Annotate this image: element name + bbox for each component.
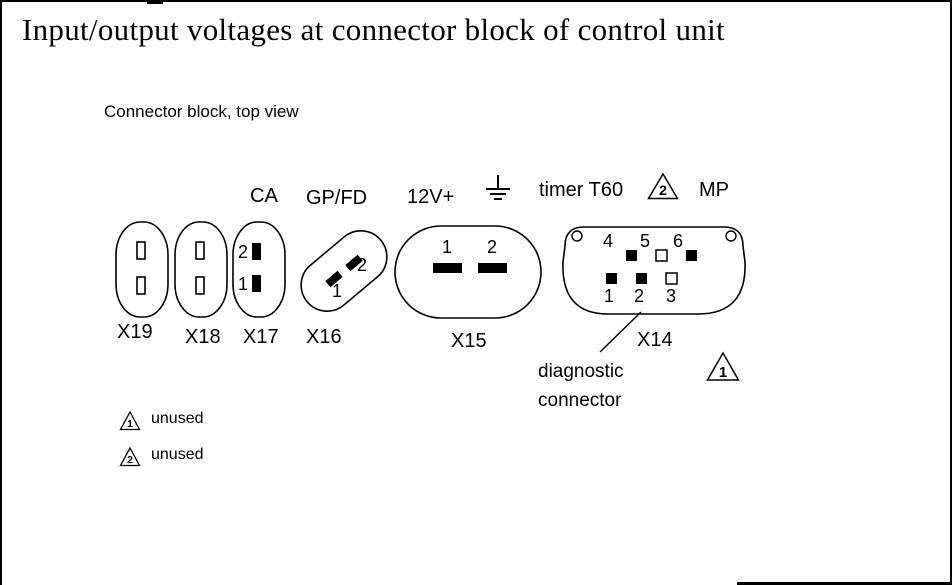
x14-pin-6-number: 6 <box>673 231 683 251</box>
connector-x16-outline <box>300 230 388 312</box>
x17-pin-2-number: 2 <box>238 242 248 262</box>
legend-item-2-text: unused <box>151 446 204 463</box>
warning-triangle-1-icon <box>706 351 740 381</box>
label-x19: X19 <box>117 321 153 343</box>
legend-item-1-text: unused <box>151 410 204 427</box>
connector-x14-outline <box>562 226 746 315</box>
connector-x18-outline <box>174 221 228 318</box>
x16-pin-2-number: 2 <box>357 255 367 275</box>
connector-x19-outline <box>115 221 169 318</box>
diagnostic-callout-line2: connector <box>538 390 622 411</box>
ground-icon <box>486 175 510 200</box>
diagnostic-callout-line1: diagnostic <box>538 361 624 382</box>
label-timer-t60: timer T60 <box>539 179 624 201</box>
label-x18: X18 <box>185 326 221 348</box>
label-mp: MP <box>699 179 729 201</box>
connector-x15-outline <box>394 225 542 319</box>
x14-mounting-hole-left <box>571 230 583 242</box>
x14-pin-3 <box>665 272 678 285</box>
x14-pin-5-number: 5 <box>640 231 650 251</box>
diagram-caption: Connector block, top view <box>104 102 299 121</box>
legend-triangle-1-number: 1 <box>127 418 133 430</box>
label-x17: X17 <box>243 326 279 348</box>
label-x16: X16 <box>306 326 342 348</box>
x14-pin-3-number: 3 <box>666 286 676 306</box>
connector-x17-outline <box>232 221 286 318</box>
x18-pin-bottom <box>195 276 205 295</box>
page-title: Input/output voltages at connector block… <box>22 12 725 47</box>
border-bottom-right <box>737 582 952 585</box>
border-top <box>0 0 952 2</box>
x19-pin-bottom <box>136 276 146 295</box>
x15-pin-1-number: 1 <box>442 237 452 257</box>
x15-pin-2-number: 2 <box>487 237 497 257</box>
diagnostic-leader-line <box>599 311 642 353</box>
warning-triangle-2-icon <box>647 172 679 200</box>
x18-pin-top <box>195 241 205 260</box>
x15-pin-1 <box>433 263 462 273</box>
border-top-blob <box>147 0 163 4</box>
x16-pin-1 <box>325 270 343 288</box>
x14-mounting-hole-right <box>725 230 737 242</box>
x14-pin-2-number: 2 <box>634 286 644 306</box>
warning-triangle-2-number: 2 <box>659 182 667 198</box>
diagnostic-connector-callout: diagnostic connector <box>538 357 624 415</box>
x14-pin-1-number: 1 <box>604 286 614 306</box>
label-ca: CA <box>250 185 278 207</box>
label-gp-fd: GP/FD <box>306 187 368 209</box>
x14-pin-1 <box>606 273 617 284</box>
label-x15: X15 <box>451 330 487 352</box>
x15-pin-2 <box>478 263 507 273</box>
x17-pin-2 <box>252 243 261 260</box>
warning-triangle-1-number: 1 <box>719 364 727 381</box>
x14-pin-4 <box>626 250 637 261</box>
x16-pin-2 <box>345 254 363 272</box>
label-12v: 12V+ <box>407 186 455 208</box>
x19-pin-top <box>136 241 146 260</box>
x16-pin-1-number: 1 <box>332 281 342 301</box>
border-right <box>950 0 952 585</box>
legend-triangle-1-icon <box>119 410 141 431</box>
x14-pin-4-number: 4 <box>603 231 613 251</box>
x17-pin-1 <box>252 275 261 292</box>
x17-pin-1-number: 1 <box>238 274 248 294</box>
x14-pin-5 <box>655 249 668 262</box>
x14-pin-6 <box>686 250 697 261</box>
legend-triangle-2-icon <box>119 446 141 467</box>
legend-triangle-2-number: 2 <box>127 454 133 466</box>
x14-pin-2 <box>636 273 647 284</box>
border-left <box>0 0 2 585</box>
label-x14: X14 <box>637 329 673 351</box>
